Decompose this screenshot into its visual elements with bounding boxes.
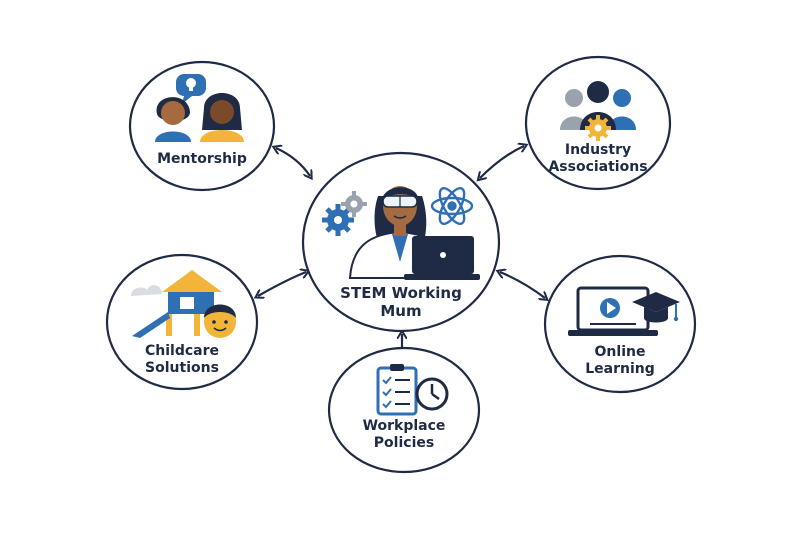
laptop-icon xyxy=(404,236,480,280)
childcare-label-line1: Childcare xyxy=(144,343,219,359)
gear-icon xyxy=(585,115,611,141)
childcare-label-line2: Solutions xyxy=(145,360,219,376)
arrow-online xyxy=(500,272,545,298)
graduation-cap-icon xyxy=(632,292,680,323)
child-face-icon xyxy=(204,304,236,338)
mentorship-label: Mentorship xyxy=(157,151,247,167)
online-label-line2: Learning xyxy=(585,361,655,377)
center-node-label: STEM Working Mum xyxy=(331,284,471,320)
online-label-line1: Online xyxy=(594,344,646,360)
mentorship-node-label: Mentorship xyxy=(142,151,262,168)
industry-label-line1: Industry xyxy=(564,142,632,158)
gear-icon xyxy=(322,191,367,236)
center-label-line2: Mum xyxy=(380,302,422,320)
checklist-clipboard-icon xyxy=(376,364,418,416)
industry-node-label: Industry Associations xyxy=(538,142,658,176)
mentorship-node-circle xyxy=(128,60,276,192)
arrow-industry xyxy=(480,146,524,178)
industry-label-line2: Associations xyxy=(548,159,648,175)
group-people-icon xyxy=(560,81,636,130)
playground-icon xyxy=(131,270,222,338)
workplace-label-line1: Workplace xyxy=(362,418,446,434)
workplace-node-label: Workplace Policies xyxy=(344,418,464,452)
two-women-icon xyxy=(155,93,244,142)
childcare-node-label: Childcare Solutions xyxy=(122,343,242,377)
online-node-label: Online Learning xyxy=(560,344,680,378)
center-label-line1: STEM Working xyxy=(340,284,462,302)
atom-icon xyxy=(430,187,474,225)
arrow-childcare xyxy=(258,272,306,296)
clock-icon xyxy=(415,377,449,411)
workplace-label-line2: Policies xyxy=(373,435,435,451)
arrow-mentorship xyxy=(276,148,310,176)
